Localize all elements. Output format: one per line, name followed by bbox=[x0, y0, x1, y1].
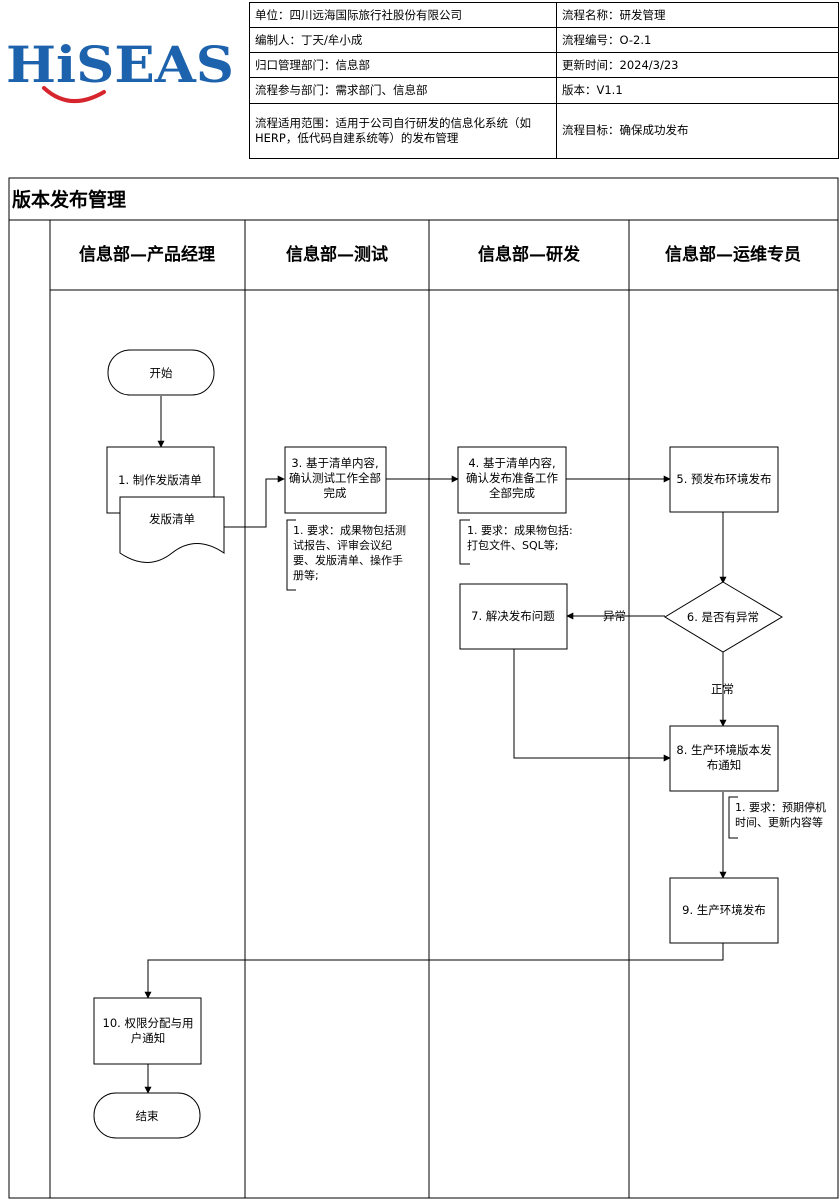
connector-doc1-to-step3 bbox=[224, 475, 285, 528]
step8-label-line2: 布通知 bbox=[707, 758, 742, 772]
step4-box bbox=[457, 446, 567, 514]
step9-label: 9. 生产环境发布 bbox=[682, 903, 766, 917]
note4-line1: 1. 要求：成果物包括: bbox=[467, 523, 573, 537]
doc1-document-shape bbox=[119, 496, 225, 563]
step1-label: 1. 制作发版清单 bbox=[118, 473, 202, 487]
step6-decision bbox=[664, 581, 783, 653]
note4-line2: 打包文件、SQL等; bbox=[467, 538, 558, 552]
step9-box bbox=[669, 877, 779, 944]
editor-cell: 编制人：丁天/牟小成 bbox=[249, 27, 557, 54]
flow-no-cell: 流程编号：O-2.1 bbox=[556, 27, 839, 54]
start-terminator bbox=[107, 349, 215, 396]
edge-label-normal: 正常 bbox=[711, 682, 734, 696]
step3-box bbox=[284, 446, 387, 514]
note8-bracket bbox=[728, 796, 738, 839]
step10-box bbox=[93, 997, 202, 1065]
step8-label-line1: 8. 生产环境版本发 bbox=[676, 743, 772, 757]
step10-label-line2: 户通知 bbox=[131, 1031, 166, 1045]
connector-step9-to-step10 bbox=[144, 943, 724, 999]
note4-bracket bbox=[459, 519, 470, 565]
note3-line1: 1. 要求：成果物包括测 bbox=[293, 523, 406, 537]
step4-label-line2: 确认发布准备工作 bbox=[466, 471, 558, 485]
lane-header-product-manager: 信息部—产品经理 bbox=[79, 244, 215, 265]
updated-cell: 更新时间：2024/3/23 bbox=[556, 52, 839, 79]
note3-bracket bbox=[286, 519, 296, 591]
note8-line2: 时间、更新内容等 bbox=[735, 815, 823, 829]
diagram-frame bbox=[8, 177, 839, 1199]
step4-label-line3: 全部完成 bbox=[489, 486, 535, 500]
step5-box bbox=[669, 446, 779, 513]
step8-box bbox=[669, 725, 779, 792]
note8-line1: 1. 要求：预期停机 bbox=[735, 800, 826, 814]
step7-box bbox=[459, 583, 568, 650]
lane-header-development: 信息部—研发 bbox=[478, 244, 581, 265]
end-label: 结束 bbox=[136, 1109, 159, 1123]
lane-header-testing: 信息部—测试 bbox=[286, 244, 388, 265]
hiseas-logo: HiSEAS bbox=[6, 36, 234, 104]
logo-text: HiSEAS bbox=[6, 36, 234, 94]
step3-label-line2: 确认测试工作全部 bbox=[289, 471, 381, 485]
step6-label: 6. 是否有异常 bbox=[687, 610, 759, 624]
note3-line2: 试报告、评审会议纪 bbox=[293, 538, 392, 552]
step3-label-line1: 3. 基于清单内容, bbox=[291, 456, 378, 470]
note3-line4: 册等; bbox=[293, 568, 319, 582]
start-label: 开始 bbox=[150, 366, 173, 380]
process-info-table: 单位：四川远海国际旅行社股份有限公司 流程名称：研发管理 编制人：丁天/牟小成 … bbox=[249, 1, 839, 160]
lane-header-ops: 信息部—运维专员 bbox=[665, 244, 801, 265]
edge-label-abnormal: 异常 bbox=[603, 609, 626, 623]
note3-line3: 要、发版清单、操作手 bbox=[293, 553, 403, 567]
step3-label-line3: 完成 bbox=[324, 486, 347, 500]
connector-step7-to-step8 bbox=[513, 649, 671, 762]
doc1-label: 发版清单 bbox=[149, 512, 195, 526]
flow-name-cell: 流程名称：研发管理 bbox=[556, 1, 839, 29]
dept-cell: 归口管理部门：信息部 bbox=[249, 52, 557, 79]
org-cell: 单位：四川远海国际旅行社股份有限公司 bbox=[249, 1, 557, 29]
logo-smile bbox=[42, 86, 106, 104]
step4-label-line1: 4. 基于清单内容, bbox=[468, 456, 555, 470]
goal-cell: 流程目标：确保成功发布 bbox=[556, 102, 839, 160]
diagram-title: 版本发布管理 bbox=[12, 188, 126, 211]
step10-label-line1: 10. 权限分配与用 bbox=[103, 1016, 194, 1030]
participants-cell: 流程参与部门：需求部门、信息部 bbox=[249, 77, 557, 104]
version-cell: 版本：V1.1 bbox=[556, 77, 839, 104]
step7-label: 7. 解决发布问题 bbox=[471, 609, 555, 623]
end-terminator bbox=[93, 1092, 201, 1139]
step5-label: 5. 预发布环境发布 bbox=[676, 472, 771, 486]
